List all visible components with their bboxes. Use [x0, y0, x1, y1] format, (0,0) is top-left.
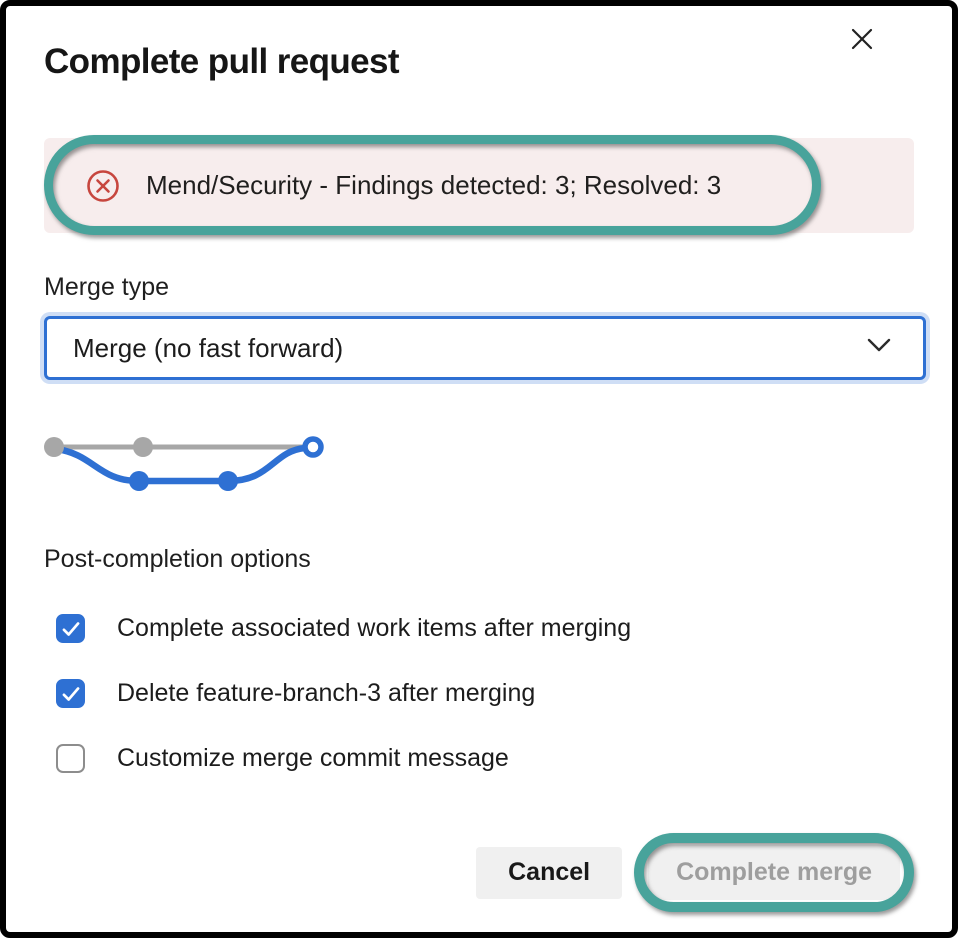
checkmark-icon	[62, 621, 79, 636]
checkbox-customize-commit-message[interactable]	[56, 744, 85, 773]
option-complete-work-items[interactable]: Complete associated work items after mer…	[44, 614, 914, 643]
dialog-header: Complete pull request	[44, 6, 914, 82]
policy-error-message: Mend/Security - Findings detected: 3; Re…	[146, 170, 722, 200]
checkbox-complete-work-items[interactable]	[56, 614, 85, 643]
complete-merge-wrapper: Complete merge	[634, 833, 914, 912]
option-delete-branch[interactable]: Delete feature-branch-3 after merging	[44, 679, 914, 708]
main-branch-commit-dot	[133, 437, 153, 457]
complete-merge-button[interactable]: Complete merge	[648, 845, 900, 900]
checkbox-delete-branch[interactable]	[56, 679, 85, 708]
error-circle-x-icon	[86, 169, 120, 203]
option-label: Delete feature-branch-3 after merging	[117, 679, 536, 707]
checkmark-icon	[62, 686, 79, 701]
close-icon	[846, 23, 878, 58]
post-completion-options-label: Post-completion options	[44, 545, 311, 573]
topic-branch-commit-dot	[218, 471, 238, 491]
merge-commit-dot	[302, 436, 324, 458]
main-branch-commit-dot	[44, 437, 64, 457]
merge-strategy-diagram	[44, 436, 324, 491]
dialog-footer: Cancel Complete merge	[476, 833, 914, 912]
close-button[interactable]	[842, 20, 882, 60]
option-label: Customize merge commit message	[117, 744, 509, 772]
dialog-title: Complete pull request	[44, 42, 400, 81]
post-completion-options-list: Complete associated work items after mer…	[44, 614, 914, 773]
cancel-button[interactable]: Cancel	[476, 846, 623, 899]
merge-type-selected-value: Merge (no fast forward)	[73, 332, 344, 363]
policy-error-banner: Mend/Security - Findings detected: 3; Re…	[44, 135, 914, 235]
merge-type-label: Merge type	[44, 273, 170, 301]
chevron-down-icon	[863, 336, 895, 361]
topic-branch-commit-dot	[129, 471, 149, 491]
merge-type-dropdown[interactable]: Merge (no fast forward)	[44, 316, 926, 380]
option-label: Complete associated work items after mer…	[117, 614, 632, 642]
option-customize-commit-message[interactable]: Customize merge commit message	[44, 744, 914, 773]
